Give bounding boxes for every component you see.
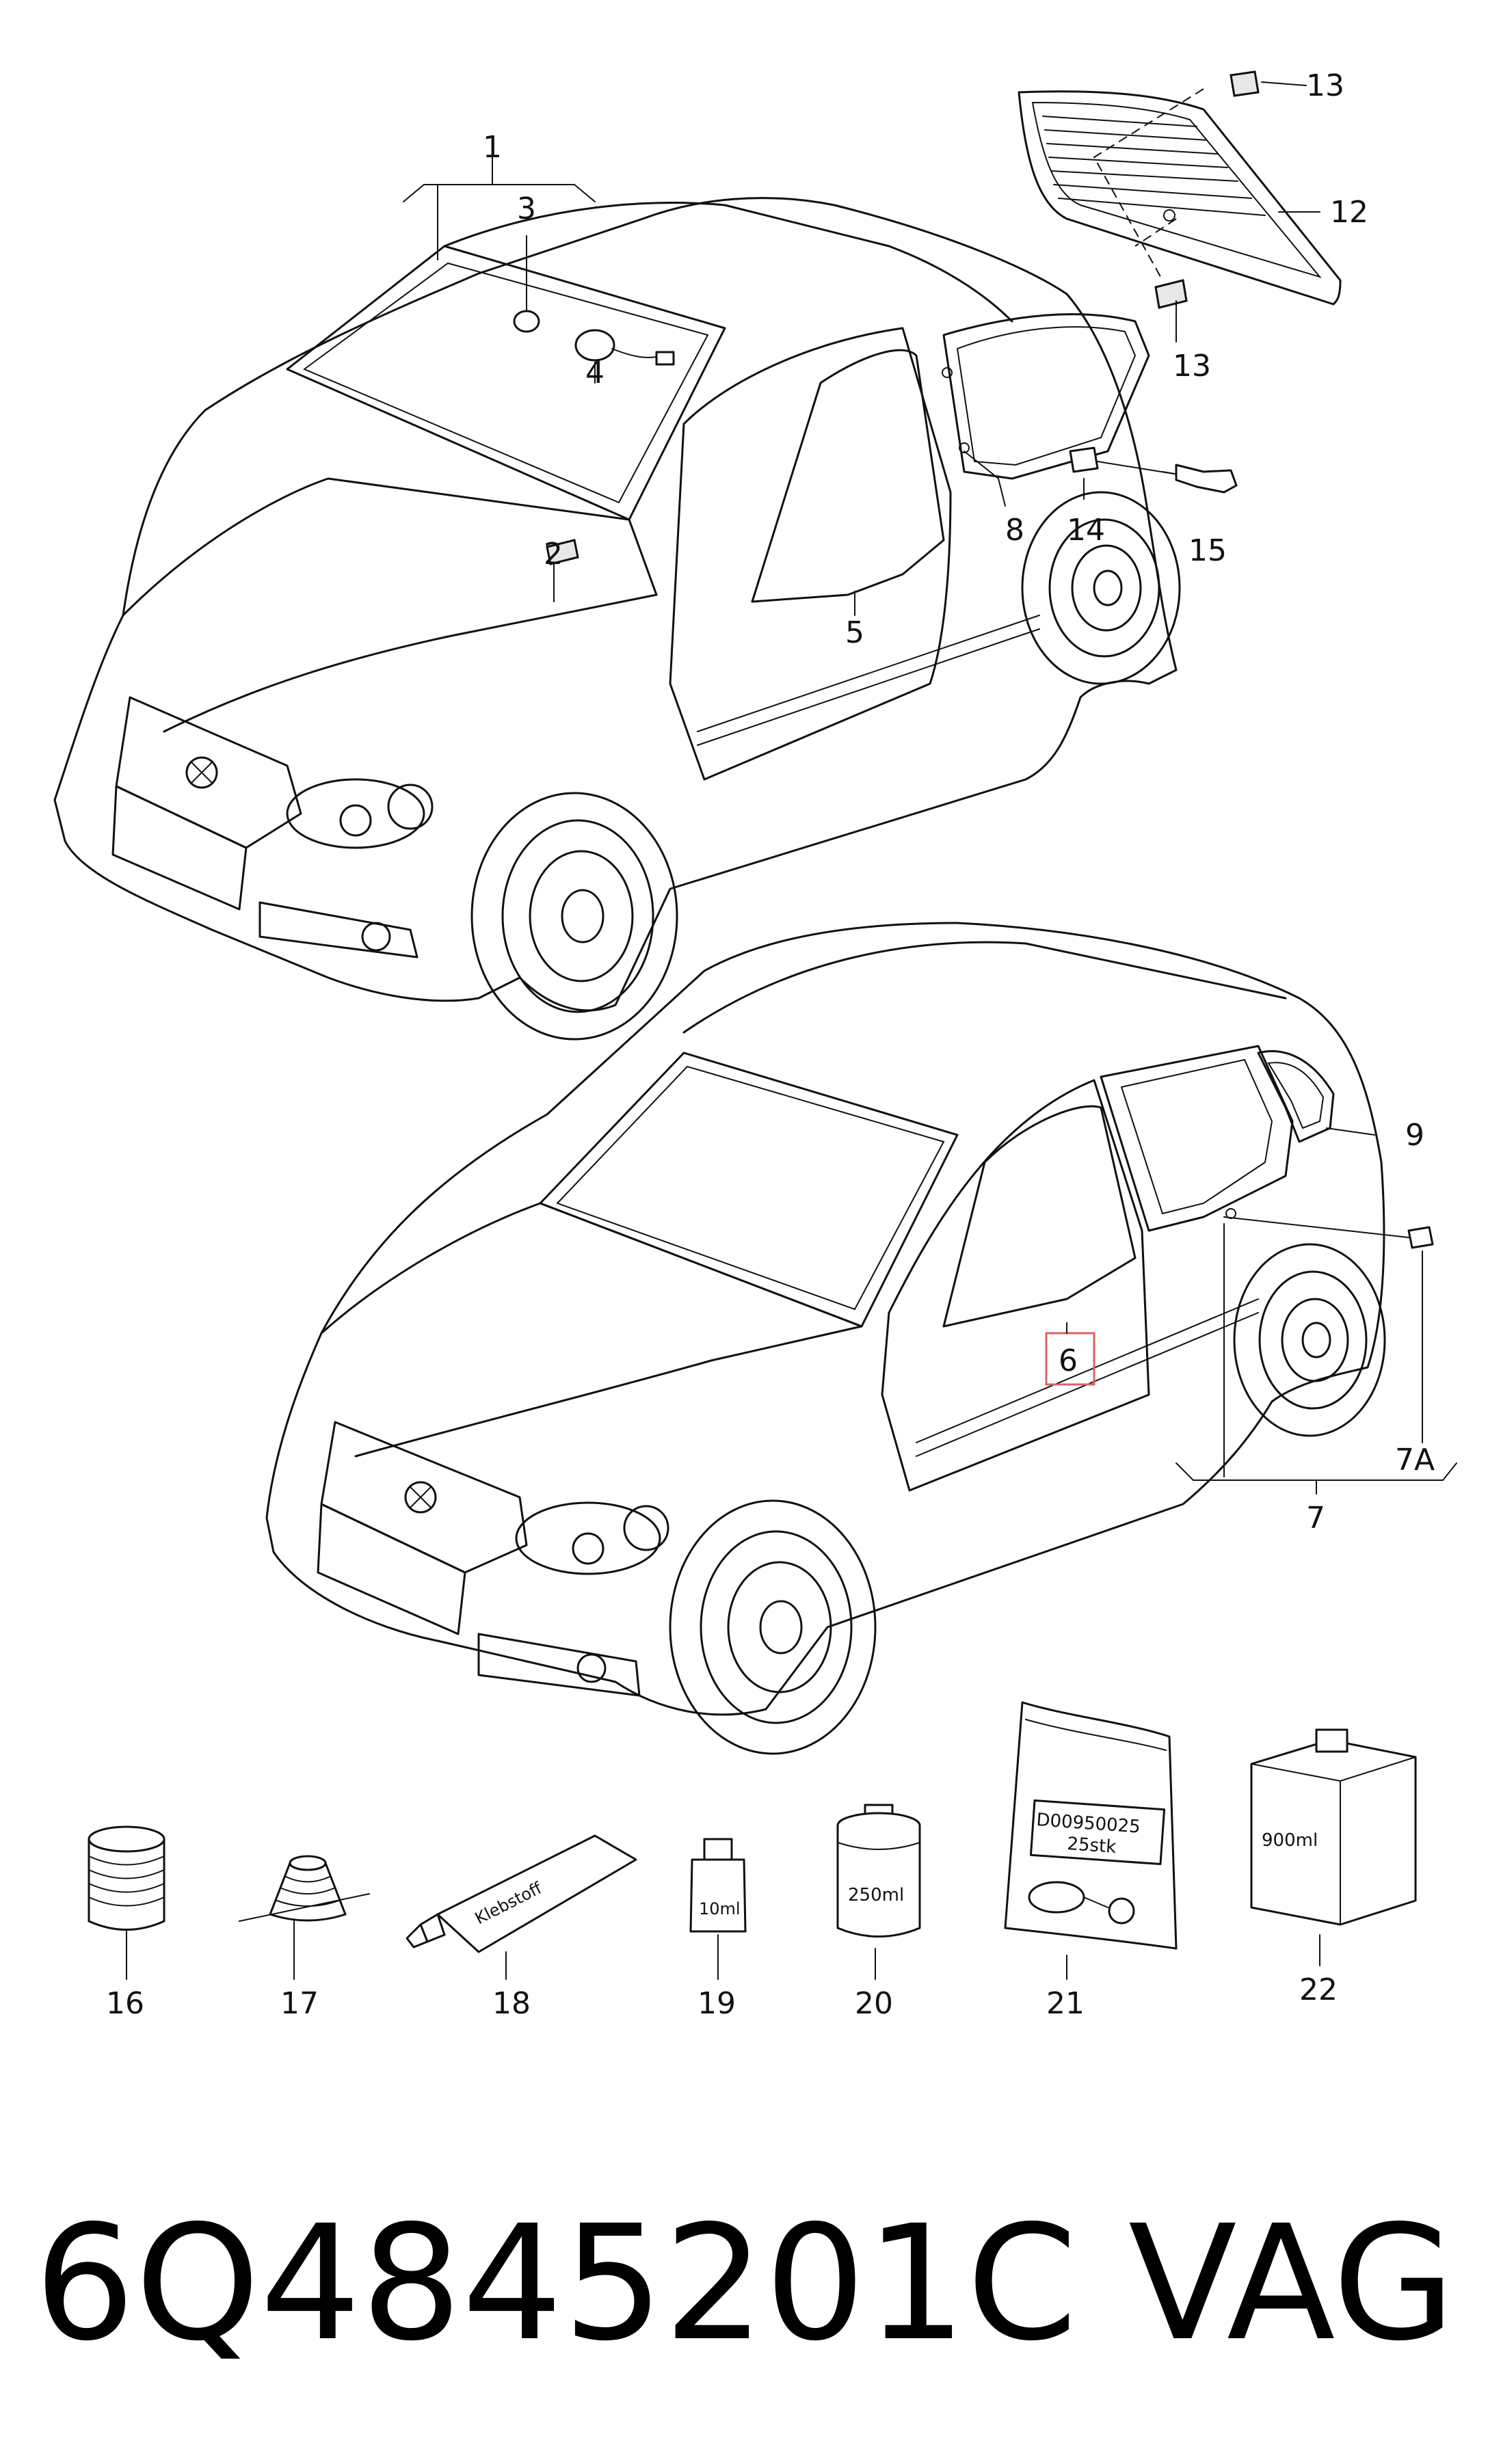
can-label: 250ml (848, 1885, 904, 1905)
callout-5: 5 (845, 615, 864, 650)
callout-15: 15 (1188, 533, 1227, 568)
highlight-box (1045, 1332, 1095, 1386)
product-20-can: 250ml (836, 1804, 921, 1938)
callout-21: 21 (1046, 1986, 1085, 2021)
callout-6: 6 (1059, 1343, 1078, 1378)
leader-lines (126, 81, 1457, 1980)
fasteners (1069, 446, 1238, 494)
callout-8: 8 (1005, 513, 1024, 548)
part-number: 6Q4845201C (34, 2191, 1078, 2376)
footer-bar: 6Q4845201C VAG (0, 2167, 1501, 2400)
car-lower (265, 922, 1434, 1755)
rear-window-part (1018, 70, 1342, 309)
product-16-coil (88, 1825, 165, 1931)
callout-14: 14 (1067, 513, 1105, 548)
car-upper (53, 197, 1181, 1041)
callout-7: 7 (1306, 1501, 1325, 1536)
bottle-label: 10ml (699, 1899, 741, 1918)
defroster-lines (1042, 116, 1266, 216)
rear-wheel-upper (1021, 491, 1181, 685)
callout-7a: 7A (1395, 1443, 1435, 1477)
rear-wheel-lower (1233, 1243, 1386, 1437)
callout-20: 20 (855, 1986, 893, 2021)
callout-22: 22 (1299, 1972, 1338, 2007)
product-21-bag: D00950025 25stk (1004, 1701, 1178, 1950)
callout-17: 17 (280, 1986, 319, 2021)
callout-13-bottom: 13 (1173, 349, 1211, 384)
canister-label: 900ml (1262, 1830, 1318, 1851)
product-18-tube: Klebstoff (406, 1834, 637, 1953)
callout-1: 1 (483, 130, 502, 165)
bag-label-2: 25stk (1067, 1834, 1117, 1858)
product-17-cone (239, 1855, 370, 1922)
front-wheel-lower (669, 1499, 877, 1755)
front-wheel-upper (470, 792, 678, 1041)
callout-12: 12 (1330, 195, 1368, 230)
brand-name: VAG (1128, 2191, 1456, 2376)
callout-3: 3 (517, 191, 536, 226)
callout-16: 16 (106, 1986, 144, 2021)
callout-13-top: 13 (1306, 68, 1344, 103)
product-22-canister: 900ml (1250, 1728, 1417, 1926)
callout-9: 9 (1405, 1118, 1424, 1153)
callout-4: 4 (585, 356, 605, 390)
callout-2: 2 (544, 537, 563, 572)
callout-18: 18 (492, 1986, 531, 2021)
callout-19: 19 (698, 1986, 736, 2021)
product-19-bottle: 10ml (689, 1838, 747, 1933)
callout-numbers: 1 2 3 4 5 6 7 7A 8 9 12 13 13 14 15 16 1… (106, 68, 1435, 2021)
